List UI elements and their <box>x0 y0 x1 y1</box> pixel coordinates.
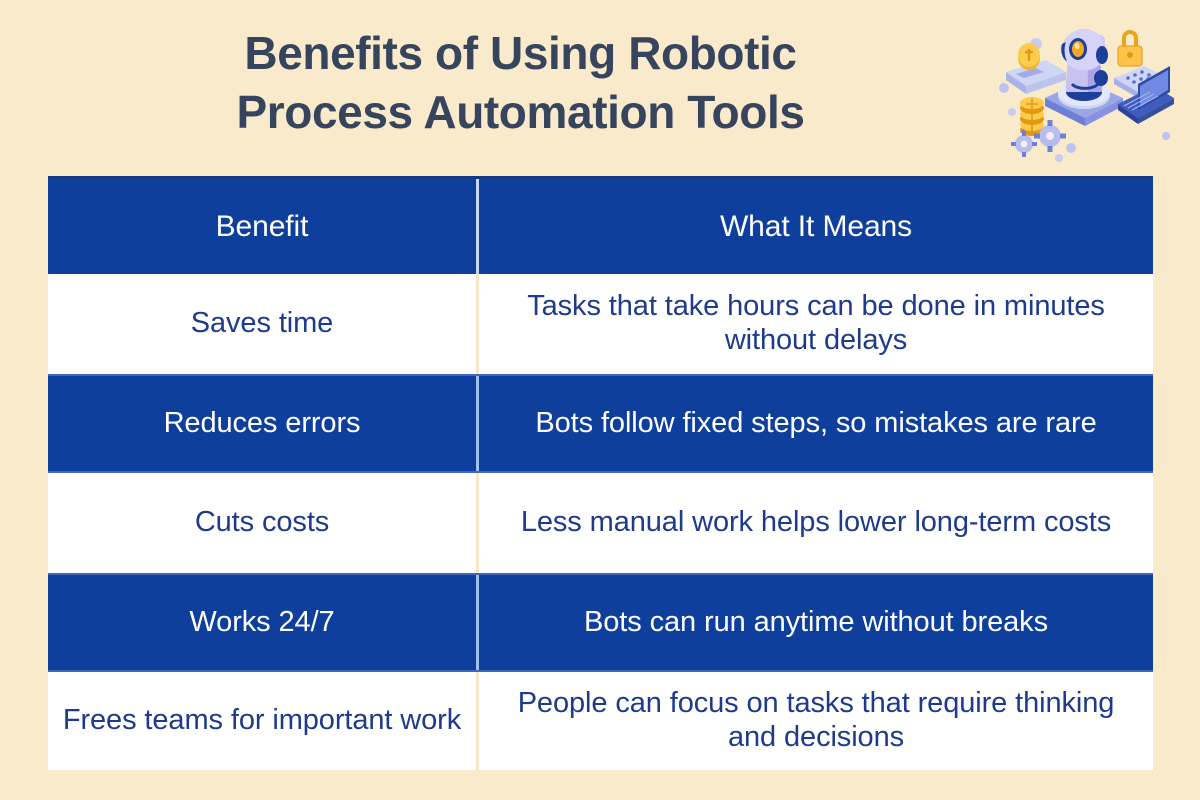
cell-benefit-label: Cuts costs <box>194 506 330 539</box>
page-title: Benefits of Using Robotic Process Automa… <box>236 27 805 138</box>
cell-benefit: Frees teams for important work <box>48 672 479 770</box>
document-icon <box>1006 60 1066 94</box>
cell-what-it-means-label: Bots follow fixed steps, so mistakes are… <box>535 406 1097 439</box>
column-header-benefit-label: Benefit <box>215 209 309 243</box>
cell-benefit: Cuts costs <box>48 473 479 573</box>
padlock-icon <box>1117 30 1143 67</box>
cell-what-it-means-label: Less manual work helps lower long-term c… <box>520 506 1112 539</box>
cell-benefit-label: Reduces errors <box>163 406 361 439</box>
table-row: Works 24/7 Bots can run anytime without … <box>48 573 1153 672</box>
rpa-automation-illustration <box>988 8 1178 168</box>
table-row: Reduces errors Bots follow fixed steps, … <box>48 374 1153 473</box>
cell-what-it-means-label: People can focus on tasks that require t… <box>517 687 1115 753</box>
cell-benefit: Works 24/7 <box>48 575 479 670</box>
benefits-table: Benefit What It Means Saves time Tasks t… <box>48 176 1153 770</box>
cell-what-it-means: People can focus on tasks that require t… <box>479 672 1153 770</box>
page-header: Benefits of Using Robotic Process Automa… <box>0 0 1200 176</box>
cell-what-it-means: Tasks that take hours can be done in min… <box>479 274 1153 374</box>
column-header-what-it-means: What It Means <box>479 179 1153 274</box>
column-header-what-it-means-label: What It Means <box>719 209 913 243</box>
table-header-row: Benefit What It Means <box>48 176 1153 274</box>
coin-icon <box>1018 43 1040 70</box>
cell-benefit-label: Frees teams for important work <box>62 704 462 737</box>
cell-what-it-means: Less manual work helps lower long-term c… <box>479 473 1153 573</box>
robot-head-icon <box>1061 29 1108 92</box>
table-row: Cuts costs Less manual work helps lower … <box>48 473 1153 573</box>
title-container: Benefits of Using Robotic Process Automa… <box>48 24 993 142</box>
coins-icon <box>1020 97 1044 136</box>
cell-what-it-means: Bots follow fixed steps, so mistakes are… <box>479 376 1153 471</box>
cell-benefit-label: Works 24/7 <box>189 605 335 638</box>
cell-what-it-means: Bots can run anytime without breaks <box>479 575 1153 670</box>
table-row: Saves time Tasks that take hours can be … <box>48 274 1153 374</box>
cell-benefit: Saves time <box>48 274 479 374</box>
laptop-icon <box>1118 66 1174 124</box>
table-row: Frees teams for important work People ca… <box>48 672 1153 770</box>
column-header-benefit: Benefit <box>48 179 479 274</box>
cell-benefit-label: Saves time <box>190 307 334 340</box>
cell-what-it-means-label: Tasks that take hours can be done in min… <box>527 290 1105 356</box>
cell-what-it-means-label: Bots can run anytime without breaks <box>584 605 1048 638</box>
cell-benefit: Reduces errors <box>48 376 479 471</box>
